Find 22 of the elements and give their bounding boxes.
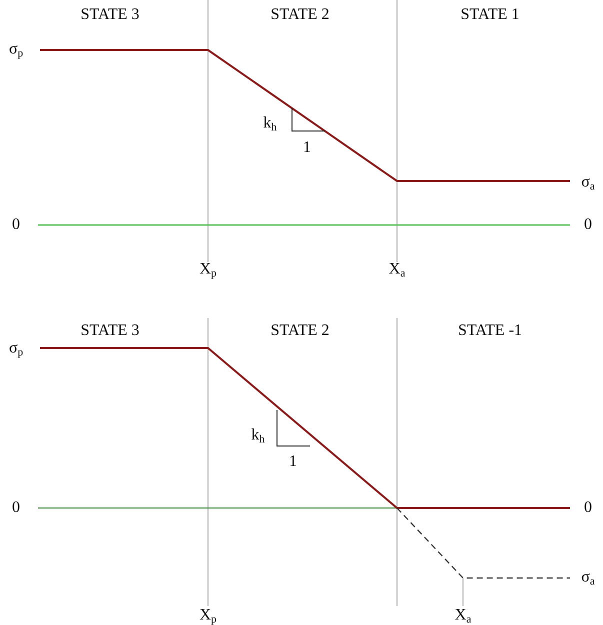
state-label: STATE 2 <box>270 6 330 24</box>
axis-label: X$_{p}$ <box>199 260 217 280</box>
slope-label: k$_{h}$ <box>263 114 277 134</box>
slope-label: 1 <box>303 139 311 157</box>
axis-label: 0 <box>584 216 592 234</box>
axis-label: 0 <box>584 499 592 517</box>
axis-label: 0 <box>12 216 20 234</box>
axis-label: X$_{p}$ <box>199 606 217 625</box>
axis-label: X$_{a}$ <box>388 260 406 280</box>
axis-label: σ$_{a}$ <box>581 568 595 588</box>
axis-label: X$_{a}$ <box>454 606 472 625</box>
slope-label: 1 <box>289 453 297 471</box>
state-label: STATE 1 <box>460 6 520 24</box>
axis-label: σ$_{p}$ <box>8 40 24 60</box>
slope-label: k$_{h}$ <box>251 426 265 446</box>
axis-label: σ$_{a}$ <box>581 173 595 193</box>
axis-label: 0 <box>12 499 20 517</box>
state-label: STATE 3 <box>80 6 140 24</box>
state-label: STATE -1 <box>458 322 522 340</box>
axis-label: σ$_{p}$ <box>8 339 24 359</box>
state-label: STATE 2 <box>270 322 330 340</box>
state-label: STATE 3 <box>80 322 140 340</box>
